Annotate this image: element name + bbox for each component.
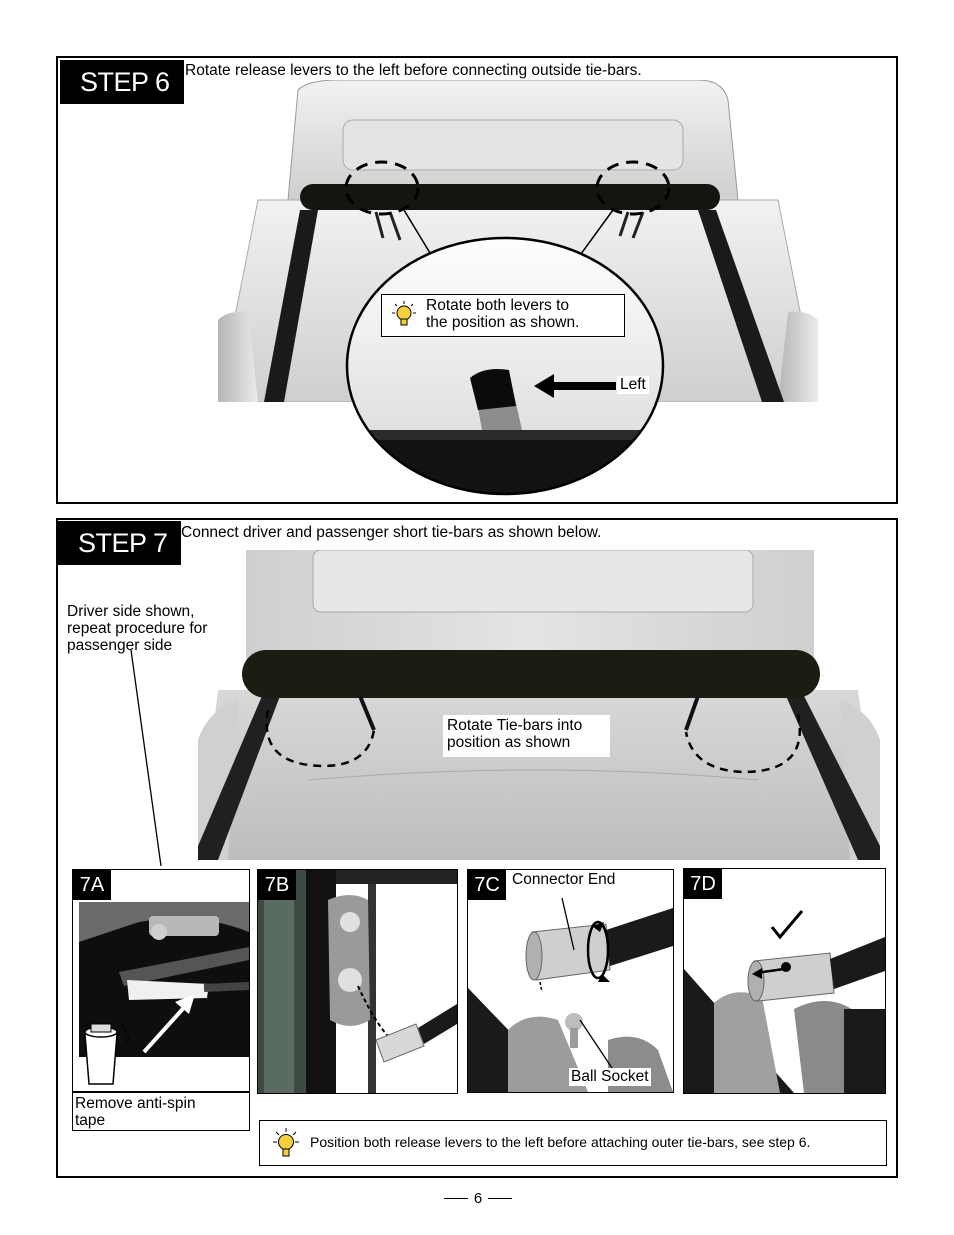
panel-7c-illustration [468,870,673,1092]
panel-7d-label: 7D [684,869,722,899]
driver-note-line1: Driver side shown, [67,603,195,620]
step7-instruction: Connect driver and passenger short tie-b… [181,524,602,541]
rotate-tiebars-note: Rotate Tie-bars into position as shown [443,715,610,757]
page-number: 6 [444,1190,512,1207]
checkmark-icon [770,910,804,940]
step7-label-text: STEP 7 [78,527,168,558]
driver-note-line3: passenger side [67,637,173,654]
left-arrow-icon [534,374,616,398]
lightbulb-icon [273,1128,299,1157]
connector-end-label: Connector End [512,871,616,888]
step6-instruction: Rotate release levers to the left before… [185,62,642,79]
driver-note-leader [130,650,162,867]
ball-socket-label: Ball Socket [569,1068,651,1086]
trash-can-icon [84,1023,130,1085]
step6-label-text: STEP 6 [80,66,170,97]
panel-7a-caption-line2: tape [75,1112,106,1129]
step6-tip-line1: Rotate both levers to [426,297,570,314]
panel-7a-label: 7A [73,870,111,900]
rotate-note-line2: position as shown [447,734,571,751]
driver-side-note: Driver side shown, repeat procedure for … [67,603,212,654]
page-number-text: 6 [473,1190,483,1207]
step7-truck-illustration [198,550,880,860]
step6-magnified-view [345,236,665,496]
panel-7b-illustration [258,870,457,1093]
panel-7b [257,869,458,1094]
panel-7a-caption-line1: Remove anti-spin [75,1095,196,1112]
page-number-rule-right [488,1198,512,1199]
page-number-rule-left [444,1198,468,1199]
step6-tip-line2: the position as shown. [426,314,580,331]
bottom-tip-box: Position both release levers to the left… [259,1120,887,1166]
panel-7a [72,869,250,1092]
step7-label: STEP 7 [58,521,181,565]
driver-note-line2: repeat procedure for [67,620,208,637]
rotate-note-line1: Rotate Tie-bars into [447,717,583,734]
left-arrow-label: Left [617,376,649,394]
panel-7d-illustration [684,869,885,1093]
step6-label: STEP 6 [60,60,184,104]
panel-7c [467,869,674,1093]
bottom-tip-text: Position both release levers to the left… [310,1134,811,1150]
panel-7c-label: 7C [468,870,506,900]
lightbulb-icon [392,301,416,326]
panel-7a-caption: Remove anti-spin tape [72,1092,250,1131]
step6-tip-box: Rotate both levers to the position as sh… [381,294,625,337]
panel-7d [683,868,886,1094]
panel-7b-label: 7B [258,870,296,900]
